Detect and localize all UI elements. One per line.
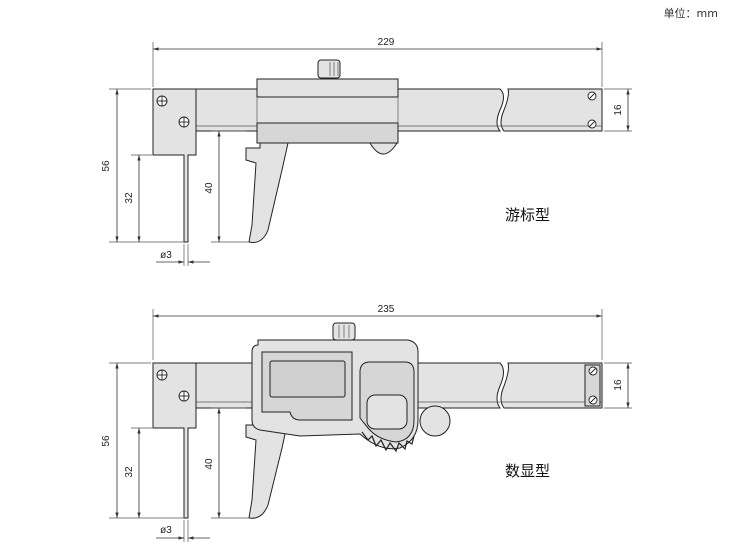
clamp-screw <box>317 59 341 79</box>
digital-fixed-jaw <box>152 362 197 519</box>
digital-caliper: 235 16 56 32 40 ø3 数显型 <box>101 304 632 542</box>
dim-jaw-depth: 40 <box>204 182 215 194</box>
dim-depth-outer: 56 <box>101 435 112 447</box>
vernier-beam-end <box>500 88 603 132</box>
vernier-fixed-jaw <box>152 88 197 243</box>
vernier-slider-bottom <box>256 122 399 144</box>
dim-length: 235 <box>378 304 395 315</box>
dim-jaw-depth: 40 <box>204 458 215 470</box>
vernier-beam <box>195 88 504 132</box>
dim-tip-diameter: ø3 <box>160 525 172 536</box>
digital-movable-jaw <box>245 419 289 519</box>
dim-beam-width: 16 <box>613 379 624 391</box>
vernier-slider-top <box>256 78 399 98</box>
thumb-roller <box>419 405 451 437</box>
thumb-roller <box>369 142 398 155</box>
dim-depth-outer: 56 <box>101 160 112 172</box>
dim-tip-diameter: ø3 <box>160 250 172 261</box>
digital-beam-end <box>500 362 603 409</box>
unit-label: 单位：mm <box>664 6 718 20</box>
digital-type-label: 数显型 <box>505 462 550 480</box>
gear-teeth <box>361 431 415 453</box>
dim-beam-width: 16 <box>613 104 624 116</box>
dim-length: 229 <box>378 37 395 48</box>
data-button <box>366 394 408 430</box>
digital-end-cap <box>584 364 601 407</box>
dim-depth-inner: 32 <box>124 192 135 204</box>
vernier-movable-jaw <box>245 142 289 243</box>
dim-depth-inner: 32 <box>124 466 135 478</box>
vernier-type-label: 游标型 <box>505 206 550 224</box>
vernier-caliper: 229 16 56 32 40 ø3 游标型 <box>101 37 632 266</box>
lcd-screen <box>269 360 346 398</box>
